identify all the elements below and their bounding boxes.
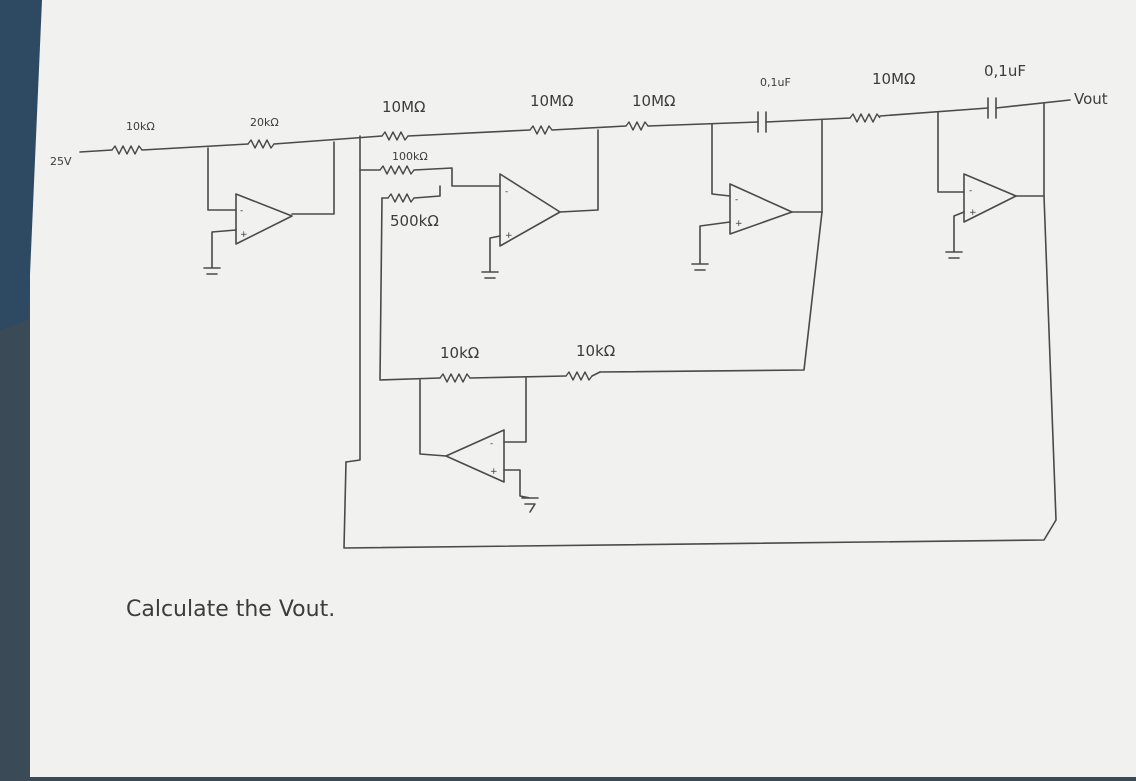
opamp-2-feedback (559, 129, 599, 213)
wire-output (995, 99, 1071, 109)
resistor-10M-1 (381, 131, 409, 141)
opamp-2-minus: - (505, 187, 508, 197)
opamp-4-minus-wire (937, 111, 965, 193)
label-r-100k: 100kΩ (392, 150, 428, 163)
wire-500k (381, 185, 441, 199)
label-c-1: 0,1uF (760, 76, 791, 89)
resistor-20k (247, 139, 275, 149)
wire-bottom-right (591, 371, 601, 377)
opamp-1-minus: - (240, 206, 243, 216)
label-c-2: 0,1uF (984, 62, 1026, 80)
opamp-1-plus: + (240, 230, 248, 240)
question-text: Calculate the Vout. (126, 597, 335, 622)
wire-top-7 (879, 107, 989, 117)
resistor-100k (379, 165, 415, 175)
dark-edge (0, 0, 42, 330)
wire-input (79, 149, 113, 153)
wire-100k (359, 167, 501, 187)
opamp-5-plus-ground (503, 469, 539, 513)
opamp-4-plus: + (969, 208, 977, 218)
resistor-10k-a (439, 373, 471, 383)
wire-top-4 (551, 125, 627, 131)
opamp-2-plus-ground (481, 235, 501, 279)
opamp-3-plus-ground (691, 221, 731, 271)
wire-top-1 (141, 143, 249, 151)
opamp-4 (963, 173, 1017, 223)
wire-top-6 (765, 117, 851, 123)
wire-top-3 (407, 129, 531, 137)
opamp-4-minus: - (969, 186, 972, 196)
resistor-10M-2 (529, 125, 553, 135)
resistor-10k-b (565, 371, 593, 381)
opamp-5-minus-wire (503, 377, 527, 443)
opamp-3 (729, 183, 793, 235)
wire-bottom-left (379, 197, 441, 381)
label-r-feedback-1: 20kΩ (250, 116, 279, 129)
label-r-10M-4: 10MΩ (872, 70, 916, 88)
output-feedback-loop (343, 195, 1057, 549)
opamp-3-plus: + (735, 219, 743, 229)
label-r-10M-1: 10MΩ (382, 98, 426, 116)
opamp-4-plus-ground (945, 211, 965, 259)
opamp-1-feedback (207, 141, 335, 215)
label-output: Vout (1074, 90, 1108, 108)
opamp-2-plus: + (505, 231, 513, 241)
resistor-500k (387, 193, 415, 203)
opamp-3-to-inverter (599, 211, 823, 373)
resistor-10M-3 (625, 121, 649, 131)
opamp-5-minus: - (490, 439, 493, 449)
opamp-5 (445, 429, 505, 483)
label-r-10k-a: 10kΩ (440, 344, 479, 362)
label-r-input: 10kΩ (126, 120, 155, 133)
wire-10M-to-opamp2 (345, 135, 361, 463)
opamp-1 (235, 193, 293, 245)
opamp-1-plus-ground (203, 229, 237, 275)
opamp-5-plus: + (490, 467, 498, 477)
opamp-2 (499, 173, 561, 247)
resistor-10M-4 (849, 113, 881, 123)
resistor-10k-input (111, 145, 143, 155)
paper-sheet (30, 0, 1136, 777)
opamp-3-minus: - (735, 195, 738, 205)
opamp-5-feedback (419, 379, 447, 457)
wire-bottom-mid (469, 375, 567, 379)
wire-top-2 (273, 135, 383, 145)
wire-top-5 (647, 121, 759, 127)
label-r-10k-b: 10kΩ (576, 342, 615, 360)
opamp-3-minus-wire (711, 123, 731, 197)
label-r-10M-2: 10MΩ (530, 92, 574, 110)
label-source: 25V (50, 155, 72, 168)
label-r-500k: 500kΩ (390, 212, 439, 230)
label-r-10M-3: 10MΩ (632, 92, 676, 110)
